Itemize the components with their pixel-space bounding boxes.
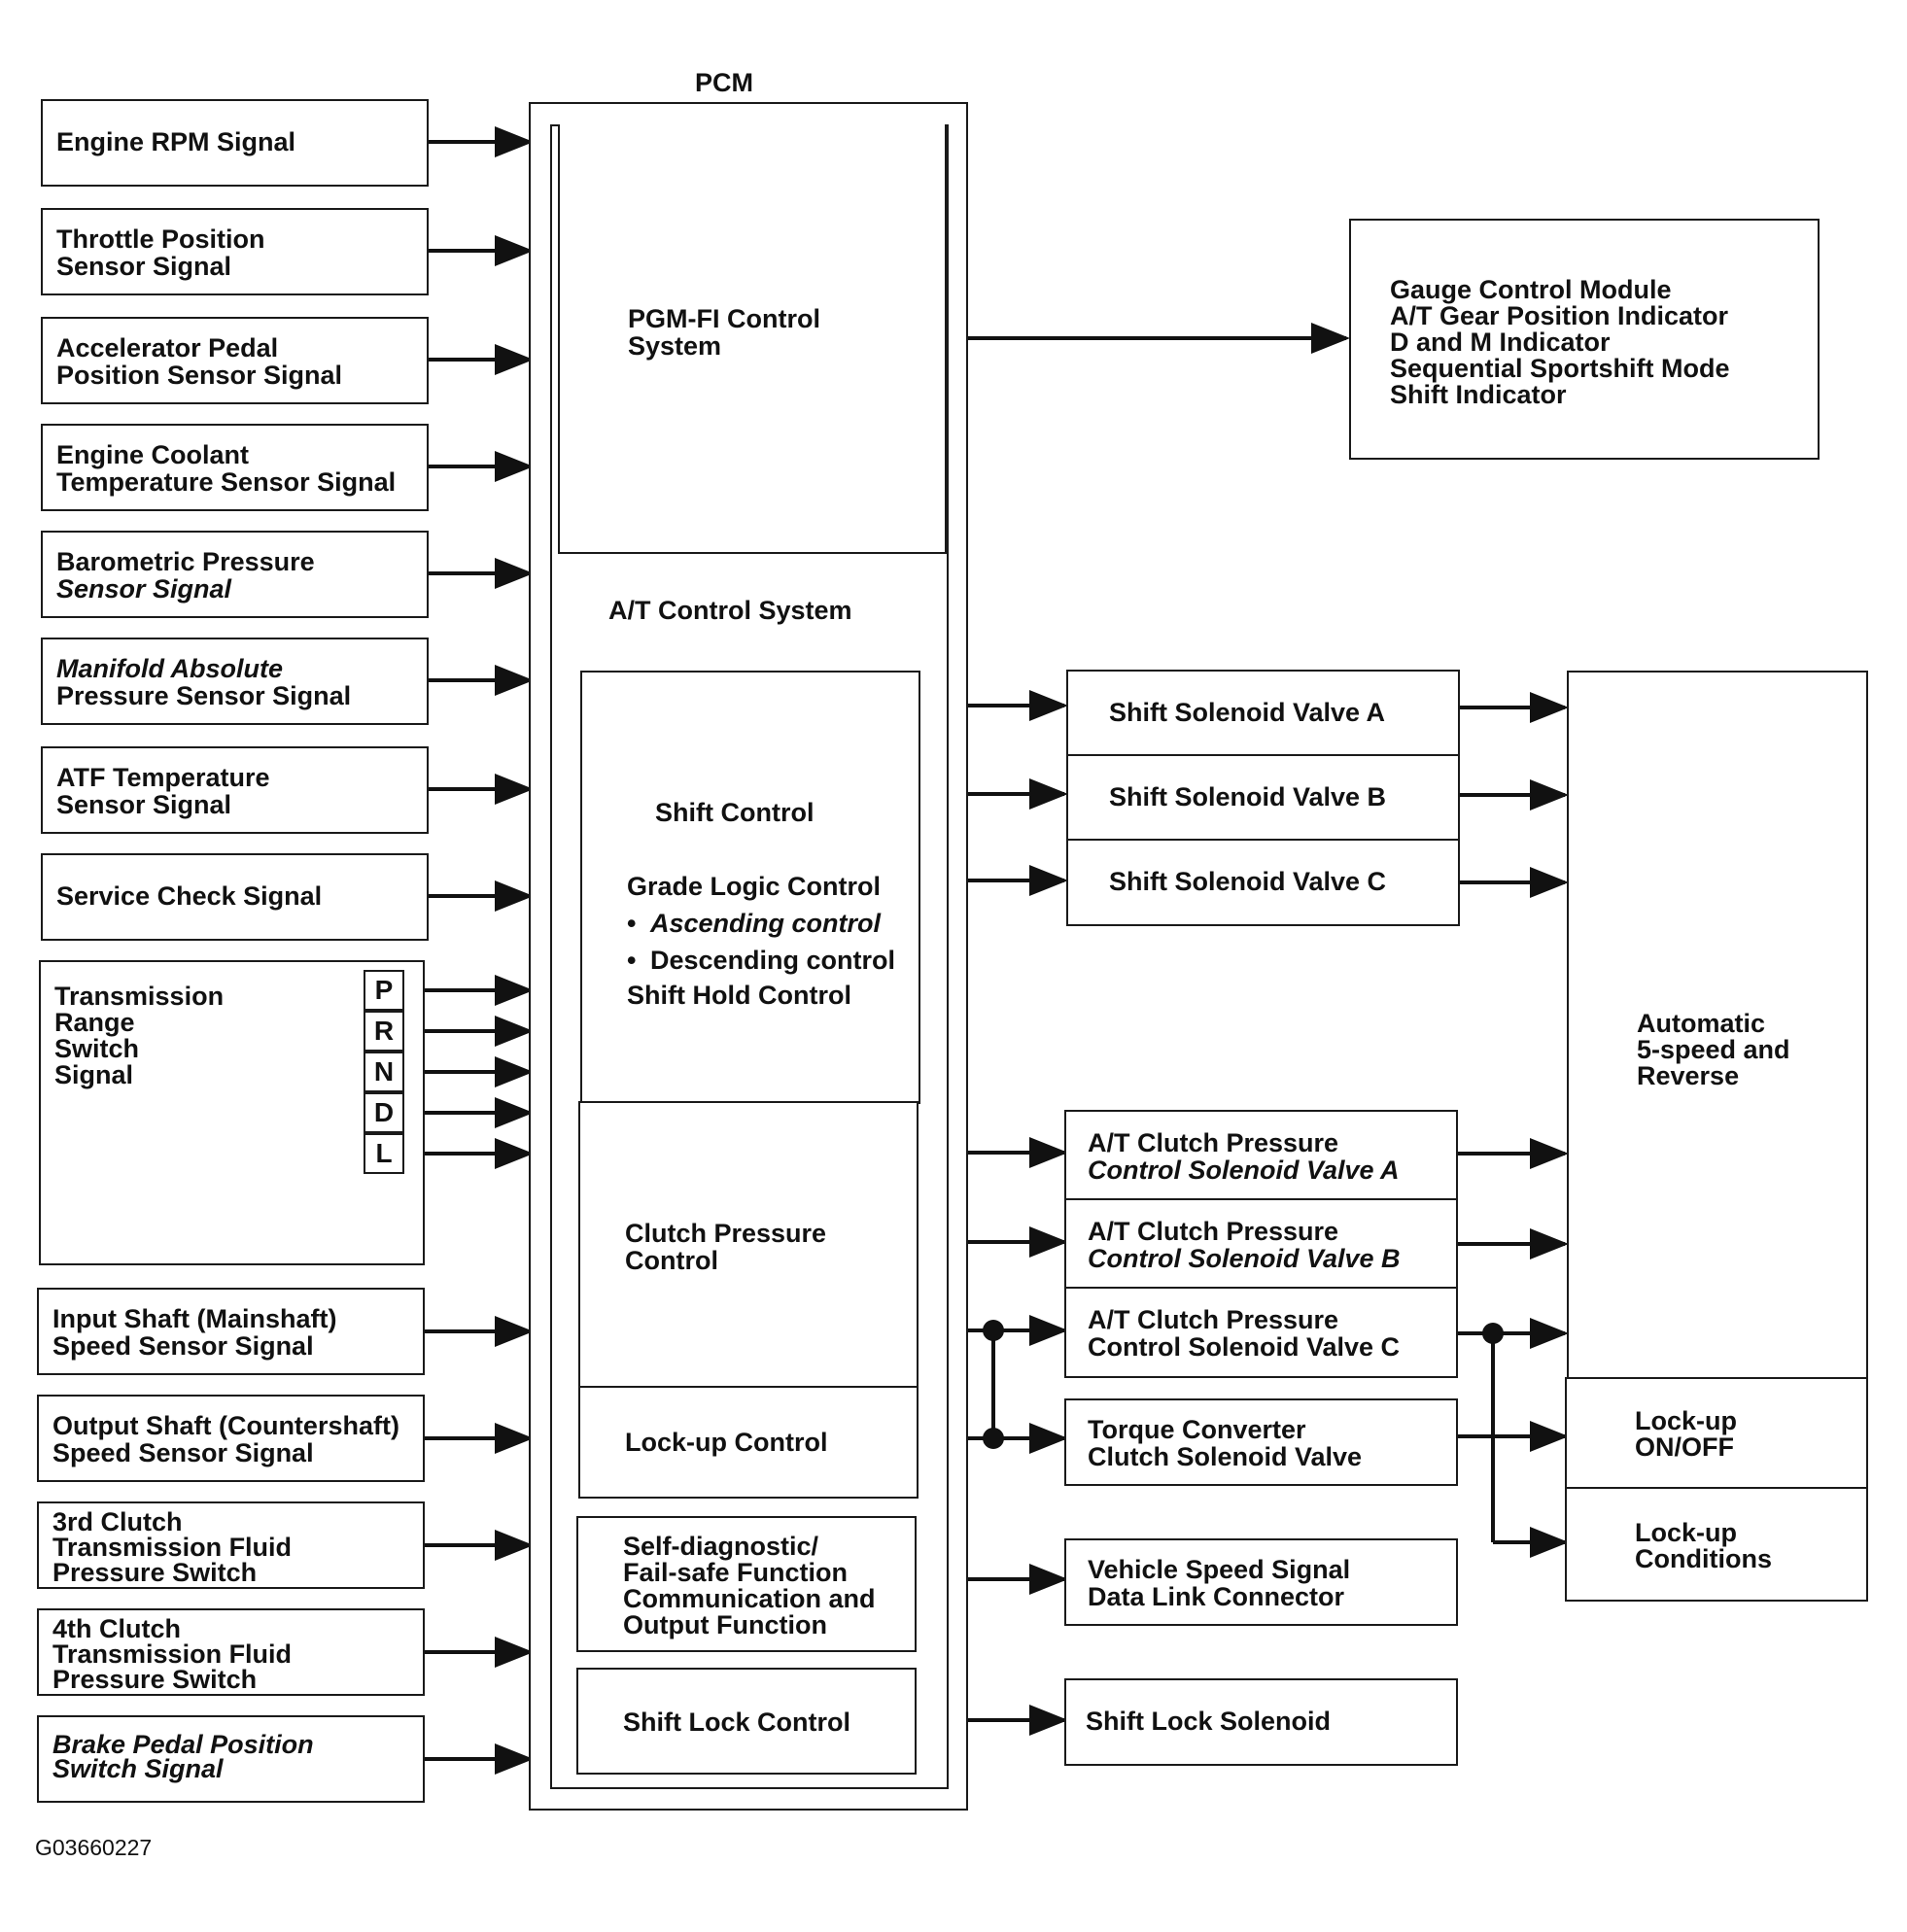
junction-dot-right (1482, 1323, 1504, 1344)
input-clutch4: 4th Clutch Transmission Fluid Pressure S… (37, 1608, 425, 1696)
input-output-shaft-label: Output Shaft (Countershaft) Speed Sensor… (52, 1411, 399, 1467)
shift-hold-label: Shift Hold Control (627, 981, 851, 1010)
shift-control-label: Shift Control (655, 798, 815, 827)
pcm-shift-lock-block: Shift Lock Control (576, 1668, 917, 1775)
auto5-label: Automatic 5-speed and Reverse (1637, 1009, 1790, 1090)
input-baro: Barometric Pressure Sensor Signal (41, 531, 429, 618)
pgm-fi-label: PGM-FI Control System (628, 304, 820, 361)
input-baro-line1: Barometric Pressure (56, 547, 315, 576)
input-atf: ATF Temperature Sensor Signal (41, 746, 429, 834)
pcm-self-diagnostic-block: Self-diagnostic/ Fail-safe Function Comm… (576, 1516, 917, 1652)
output-ssv-b: Shift Solenoid Valve B (1066, 754, 1460, 842)
ascending-bullet: • (627, 909, 637, 938)
input-clutch3-label: 3rd Clutch Transmission Fluid Pressure S… (52, 1507, 293, 1587)
cpsv-c-line2: Control Solenoid Valve C (1088, 1332, 1401, 1362)
output-cpsv-b: A/T Clutch Pressure Control Solenoid Val… (1064, 1198, 1458, 1290)
input-engine-rpm: Engine RPM Signal (41, 99, 429, 187)
input-clutch4-label: 4th Clutch Transmission Fluid Pressure S… (52, 1614, 293, 1694)
at-control-system-label: A/T Control System (608, 596, 852, 625)
output-automatic-transmission: Automatic 5-speed and Reverse (1567, 671, 1868, 1380)
descending-bullet: • (627, 946, 637, 975)
input-coolant: Engine Coolant Temperature Sensor Signal (41, 424, 429, 511)
cpsv-a-line2: Control Solenoid Valve A (1088, 1156, 1400, 1185)
self-diagnostic-label: Self-diagnostic/ Fail-safe Function Comm… (623, 1532, 876, 1639)
output-ssv-c: Shift Solenoid Valve C (1066, 839, 1460, 926)
output-gauge-control-module: Gauge Control Module A/T Gear Position I… (1349, 219, 1820, 460)
descending-control-label: Descending control (650, 946, 896, 975)
junction-dot-tcc (983, 1428, 1004, 1449)
input-output-shaft: Output Shaft (Countershaft) Speed Sensor… (37, 1395, 425, 1482)
output-lockup-onoff: Lock-up ON/OFF (1565, 1377, 1868, 1490)
lockup-conditions-label: Lock-up Conditions (1635, 1518, 1772, 1573)
gauge-control-label: Gauge Control Module A/T Gear Position I… (1390, 275, 1730, 409)
input-accel-pedal: Accelerator Pedal Position Sensor Signal (41, 317, 429, 404)
output-tcc-solenoid: Torque Converter Clutch Solenoid Valve (1064, 1398, 1458, 1486)
ssv-a-label: Shift Solenoid Valve A (1109, 698, 1386, 727)
cpsv-b-line1: A/T Clutch Pressure (1088, 1217, 1339, 1246)
pcm-clutch-pressure-block: Clutch Pressure Control (578, 1101, 919, 1389)
ascending-control-label: Ascending control (650, 909, 882, 938)
input-baro-line2: Sensor Signal (56, 574, 232, 604)
gear-r: R (364, 1011, 404, 1052)
cpsv-b-line2: Control Solenoid Valve B (1088, 1244, 1401, 1273)
input-accel-pedal-label: Accelerator Pedal Position Sensor Signal (56, 333, 343, 390)
input-clutch3: 3rd Clutch Transmission Fluid Pressure S… (37, 1501, 425, 1589)
clutch-pressure-label: Clutch Pressure Control (625, 1219, 827, 1275)
input-range-switch: Transmission Range Switch Signal (39, 960, 425, 1265)
input-throttle: Throttle Position Sensor Signal (41, 208, 429, 295)
lockup-onoff-label: Lock-up ON/OFF (1635, 1406, 1737, 1462)
cpsv-c-line1: A/T Clutch Pressure (1088, 1305, 1339, 1334)
input-service-check-label: Service Check Signal (56, 881, 323, 911)
output-lockup-conditions: Lock-up Conditions (1565, 1487, 1868, 1602)
input-map-line2: Pressure Sensor Signal (56, 681, 352, 710)
cpsv-a-line1: A/T Clutch Pressure (1088, 1128, 1339, 1157)
gear-l: L (364, 1133, 404, 1174)
output-cpsv-c: A/T Clutch Pressure Control Solenoid Val… (1064, 1287, 1458, 1378)
output-vss: Vehicle Speed Signal Data Link Connector (1064, 1538, 1458, 1626)
pcm-pgm-fi-section: PGM-FI Control System (558, 124, 947, 554)
input-input-shaft: Input Shaft (Mainshaft) Speed Sensor Sig… (37, 1288, 425, 1375)
input-input-shaft-label: Input Shaft (Mainshaft) Speed Sensor Sig… (52, 1304, 337, 1361)
input-map-line1: Manifold Absolute (56, 654, 283, 683)
output-shift-lock-solenoid: Shift Lock Solenoid (1064, 1678, 1458, 1766)
pcm-shift-control-block: Shift Control Grade Logic Control • Asce… (580, 671, 920, 1104)
input-atf-label: ATF Temperature Sensor Signal (56, 763, 270, 819)
ssv-b-label: Shift Solenoid Valve B (1109, 782, 1387, 811)
gear-d: D (364, 1092, 404, 1133)
output-ssv-a: Shift Solenoid Valve A (1066, 670, 1460, 757)
input-brake: Brake Pedal Position Switch Signal (37, 1715, 425, 1803)
output-cpsv-a: A/T Clutch Pressure Control Solenoid Val… (1064, 1110, 1458, 1201)
grade-logic-label: Grade Logic Control (627, 872, 882, 901)
tcc-label: Torque Converter Clutch Solenoid Valve (1088, 1415, 1363, 1471)
vss-label: Vehicle Speed Signal Data Link Connector (1088, 1555, 1351, 1611)
lockup-control-label: Lock-up Control (625, 1428, 828, 1457)
input-range-switch-label: Transmission Range Switch Signal (54, 982, 225, 1089)
input-engine-rpm-label: Engine RPM Signal (56, 127, 296, 156)
junction-dot-cpsv-c (983, 1320, 1004, 1341)
gear-p: P (364, 970, 404, 1011)
shift-lock-control-label: Shift Lock Control (623, 1708, 850, 1737)
input-coolant-label: Engine Coolant Temperature Sensor Signal (56, 440, 397, 497)
pcm-title: PCM (695, 68, 753, 97)
ssv-c-label: Shift Solenoid Valve C (1109, 867, 1387, 896)
pcm-lockup-block: Lock-up Control (578, 1386, 919, 1499)
figure-code: G03660227 (35, 1835, 153, 1860)
input-throttle-label: Throttle Position Sensor Signal (56, 224, 265, 281)
input-brake-label: Brake Pedal Position Switch Signal (52, 1730, 314, 1783)
input-service-check: Service Check Signal (41, 853, 429, 941)
input-map: Manifold Absolute Pressure Sensor Signal (41, 638, 429, 725)
shift-lock-solenoid-label: Shift Lock Solenoid (1086, 1707, 1332, 1736)
gear-n: N (364, 1052, 404, 1092)
